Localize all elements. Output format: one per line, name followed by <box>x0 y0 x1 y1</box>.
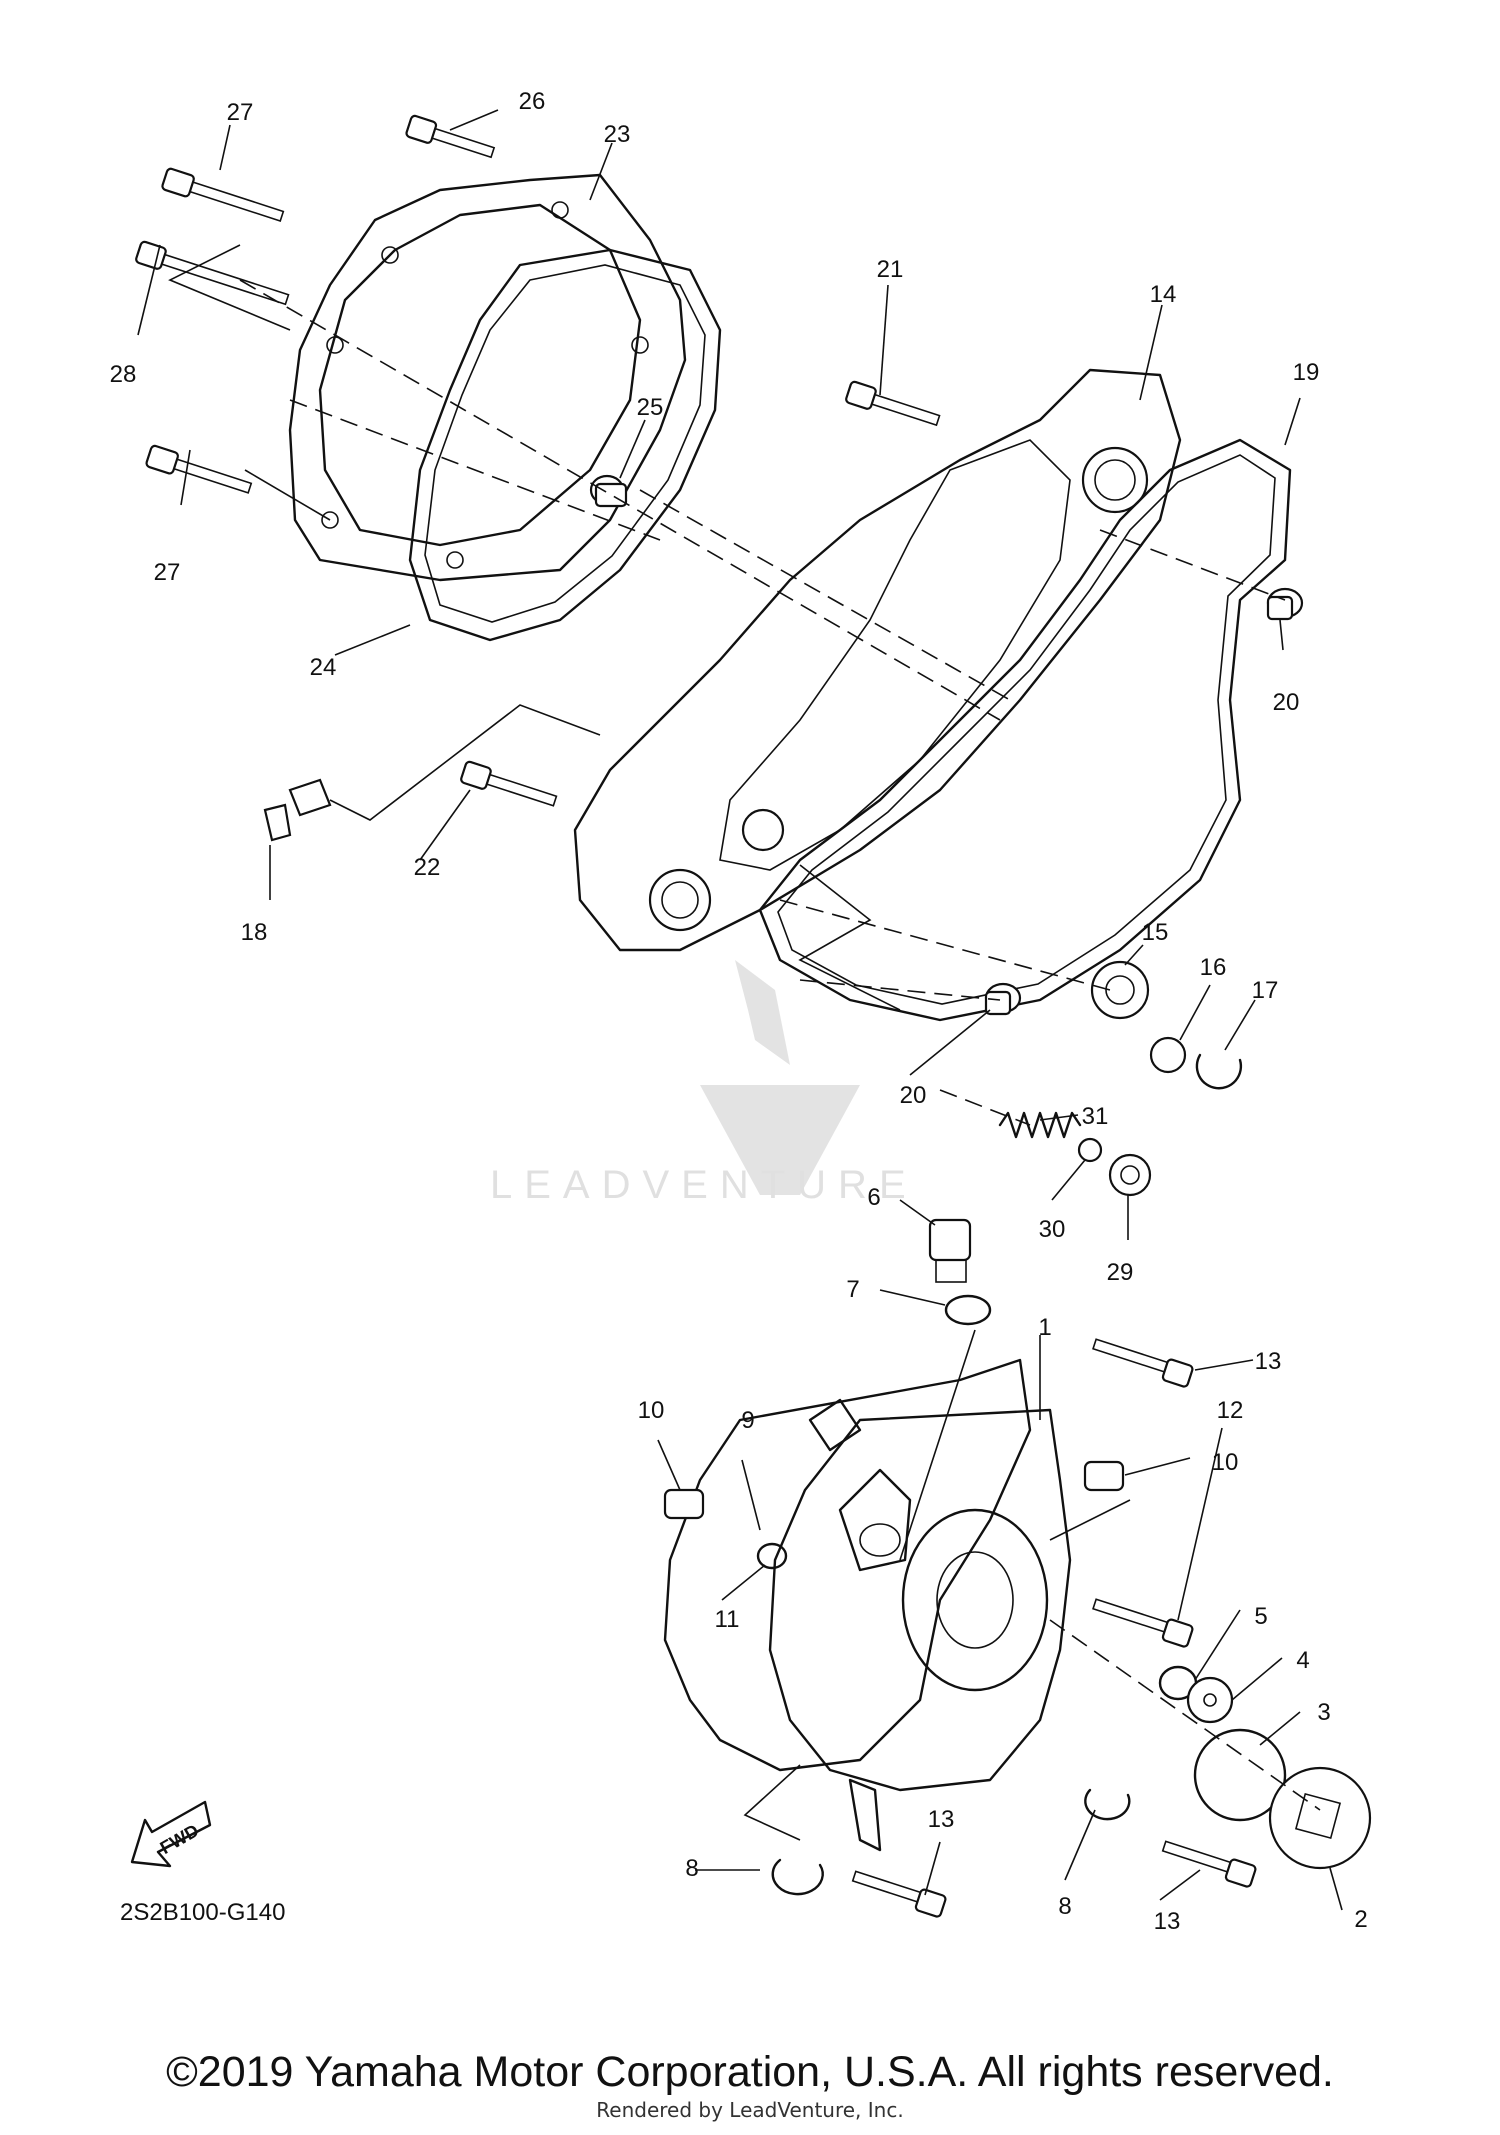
callout-29: 29 <box>1107 1259 1134 1286</box>
callout-30: 30 <box>1039 1216 1066 1243</box>
callout-21: 21 <box>877 256 904 283</box>
callout-31: 31 <box>1082 1103 1109 1130</box>
bolts-middle <box>263 380 941 842</box>
callout-6: 6 <box>867 1184 880 1211</box>
callout-15: 15 <box>1142 919 1169 946</box>
callout-19: 19 <box>1293 359 1320 386</box>
callout-26: 26 <box>519 88 546 115</box>
callout-25: 25 <box>637 394 664 421</box>
callout-10a: 10 <box>638 1397 665 1424</box>
bolts-top-left <box>135 114 496 494</box>
callout-9: 9 <box>741 1407 754 1434</box>
callout-8b: 8 <box>1058 1893 1071 1920</box>
callout-10b: 10 <box>1212 1449 1239 1476</box>
callout-20a: 20 <box>1273 689 1300 716</box>
fwd-arrow: FWD <box>130 1800 212 1868</box>
callout-23: 23 <box>604 121 631 148</box>
callout-14: 14 <box>1150 281 1177 308</box>
callout-5: 5 <box>1254 1603 1267 1630</box>
small-parts-middle <box>984 587 1304 1197</box>
callout-27b: 27 <box>154 559 181 586</box>
callout-labels: 27 26 23 28 27 24 25 21 14 19 20 22 18 1… <box>110 88 1368 1935</box>
callout-4: 4 <box>1296 1647 1309 1674</box>
assembly-lines <box>168 244 1321 1841</box>
callout-22: 22 <box>414 854 441 881</box>
callout-13b: 13 <box>928 1806 955 1833</box>
callout-27: 27 <box>227 99 254 126</box>
leadventure-watermark: LEADVENTURE <box>490 960 918 1207</box>
bolts-lower <box>851 1338 1257 1918</box>
callout-12: 12 <box>1217 1397 1244 1424</box>
callout-24: 24 <box>310 654 337 681</box>
diagram-code: 2S2B100-G140 <box>120 1899 285 1926</box>
crankcase-cover-group <box>573 368 1292 1022</box>
copyright-notice: ©2019 Yamaha Motor Corporation, U.S.A. A… <box>166 2048 1334 2096</box>
rendered-by-notice: Rendered by LeadVenture, Inc. <box>596 2098 904 2122</box>
callout-17: 17 <box>1252 977 1279 1004</box>
callout-20b: 20 <box>900 1082 927 1109</box>
callout-28: 28 <box>110 361 137 388</box>
callout-13a: 13 <box>1255 1348 1282 1375</box>
callout-1: 1 <box>1038 1314 1051 1341</box>
watermark-text: LEADVENTURE <box>490 1163 918 1207</box>
callout-2: 2 <box>1354 1906 1367 1933</box>
callout-7: 7 <box>846 1276 859 1303</box>
callout-8a: 8 <box>685 1855 698 1882</box>
callout-3: 3 <box>1317 1699 1330 1726</box>
callout-11: 11 <box>715 1606 740 1633</box>
water-pump-group <box>663 1218 1372 1896</box>
callout-13c: 13 <box>1154 1908 1181 1935</box>
callout-18: 18 <box>241 919 268 946</box>
callout-leaders <box>137 109 1343 1911</box>
callout-16: 16 <box>1200 954 1227 981</box>
